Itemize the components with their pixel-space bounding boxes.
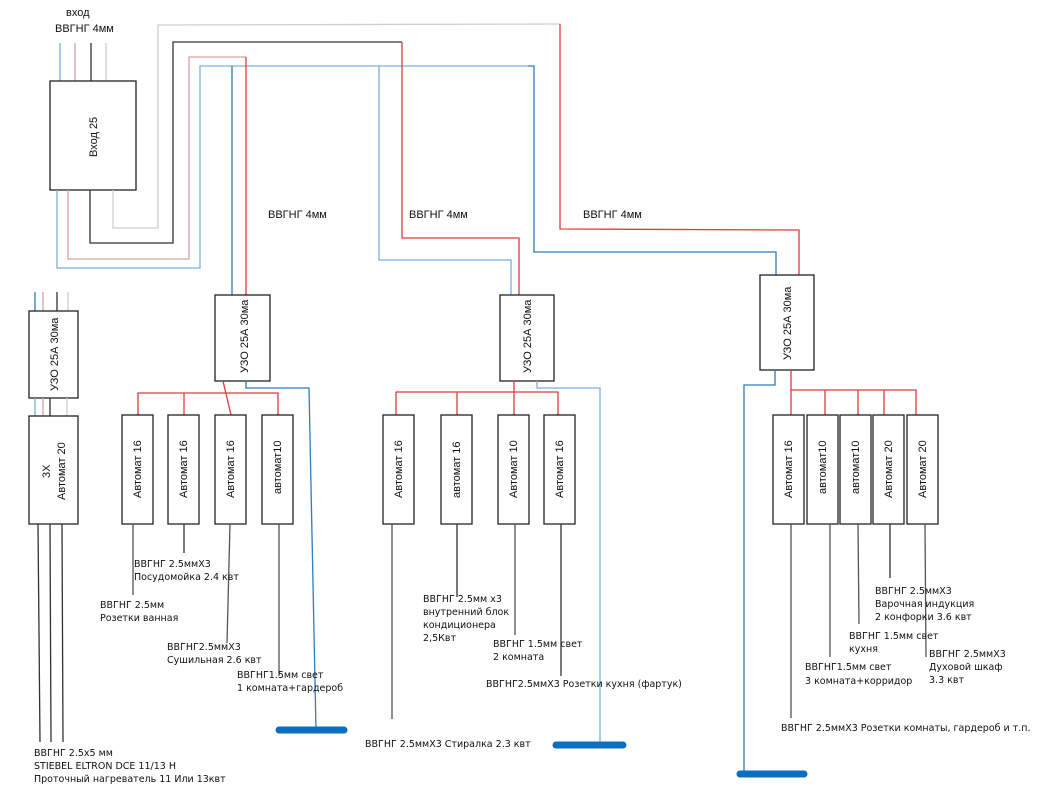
group2-note-1: ВВГНГ 2.5ммХ3 Стиралка 2.3 квт [365,739,531,750]
heater-note-3: Проточный нагреватель 11 Или 13квт [34,774,226,785]
group3-note-3a: ВВГНГ 1.5мм свет [849,631,939,642]
group3-breaker-3[interactable]: автомат10 [839,414,872,525]
group2-note-2c: кондиционера [423,620,496,631]
heater-rcd[interactable]: УЗО 25А 30ма [28,310,79,399]
group1-breaker-3[interactable]: Автомат 16 [214,414,247,525]
breaker-label: автомат 16 [451,441,463,498]
input-label: вход [66,7,90,19]
group3-note-5a: ВВГНГ 2.5ммХ3 [929,649,1006,660]
trunk2-label: ВВГНГ 4мм [409,209,468,221]
group3-note-2a: ВВГНГ1.5мм свет [805,662,892,673]
group2-breaker-2[interactable]: автомат 16 [440,414,473,525]
group2-note-3a: ВВГНГ 1.5мм свет [493,639,583,650]
heater-note-1: ВВГНГ 2.5х5 мм [34,748,113,759]
group1-note-4a: ВВГНГ1.5мм свет [237,670,324,681]
group3-note-2b: 3 комната+корридор [805,676,912,687]
trunk3-label: ВВГНГ 4мм [583,209,642,221]
group1-phase-feed [222,380,232,416]
trunk3-neutral [528,65,777,275]
group3-breaker-1[interactable]: Автомат 16 [772,414,805,525]
group3-note-4c: 2 конфорки 3.6 квт [875,612,972,623]
group1-rcd[interactable]: УЗО 25А 30ма [214,294,271,382]
wire-gray-loop [112,23,561,229]
main-breaker[interactable]: Вход 25 [49,80,137,191]
group1-note-1b: Розетки ванная [100,613,178,624]
breaker-label: Автомат 20 [917,440,929,498]
trunk2-neutral [378,66,512,295]
group1-breaker-1[interactable]: Автомат 16 [121,414,154,525]
group1-rcd-label: УЗО 25А 30ма [239,299,251,373]
breaker-label: автомат10 [817,441,829,494]
breaker-label: Автомат 16 [225,440,237,498]
group1-out-3 [226,523,231,644]
group2-breaker-1[interactable]: Автомат 16 [382,414,415,525]
group2-phase-bus [395,391,559,415]
main-breaker-label: Вход 25 [88,117,100,157]
trunk1-label: ВВГНГ 4мм [268,209,327,221]
wire-red-loop [67,56,246,260]
heater-breaker[interactable]: 3Х Автомат 20 [28,415,79,525]
group1-neutral [245,381,317,731]
group3-breaker-5[interactable]: Автомат 20 [906,414,939,525]
heater-out-1 [37,523,41,743]
breaker-label: Автомат 20 [883,440,895,498]
wire-black-loop [89,41,402,244]
input-cable-label: ВВГНГ 4мм [55,23,114,35]
group3-neutral [743,370,776,772]
group3-note-3b: кухня [849,644,878,655]
trunk3-phase [559,24,800,275]
group2-rcd[interactable]: УЗО 25А 30ма [499,294,555,382]
group3-rcd[interactable]: УЗО 25А 30ма [759,274,815,371]
group3-note-4a: ВВГНГ 2.5ммХ3 [875,586,952,597]
breaker-label: автомат10 [850,441,862,494]
breaker-label: Автомат 16 [393,440,405,498]
group3-breaker-4[interactable]: Автомат 20 [872,414,905,525]
breaker-label: Автомат 16 [132,440,144,498]
group2-breaker-4[interactable]: Автомат 16 [543,414,576,525]
wire-blue-loop [56,65,528,269]
group2-breaker-3[interactable]: Автомат 10 [497,414,530,525]
group2-note-2b: внутренний блок [423,607,509,618]
group1-note-2a: ВВГНГ 2.5ммХ3 [134,559,211,570]
group3-out-5 [924,523,927,658]
group1-note-4b: 1 комната+гардероб [237,683,343,694]
group2-rcd-label: УЗО 25А 30ма [522,299,534,373]
trunk2-phase [401,42,520,295]
group3-out-3 [857,523,860,625]
heater-note-2: STIEBEL ELTRON DCE 11/13 H [34,761,176,772]
group2-note-3b: 2 комната [493,652,544,663]
group3-rcd-label: УЗО 25А 30ма [782,286,794,360]
group3-phase-bus [791,389,917,415]
group3-note-4b: Варочная индукция [875,599,974,610]
heater-breaker-line1: 3Х [41,464,53,478]
heater-breaker-line2: Автомат 20 [56,442,68,500]
group1-note-1a: ВВГНГ 2.5мм [100,600,164,611]
breaker-label: автомат10 [272,441,284,494]
breaker-label: Автомат 16 [178,440,190,498]
group2-note-2d: 2,5Квт [423,633,456,644]
group2-note-2a: ВВГНГ 2.5мм х3 [423,594,502,605]
group1-note-2b: Посудомойка 2.4 квт [134,572,239,583]
group1-breaker-2[interactable]: Автомат 16 [167,414,200,525]
group3-note-1: ВВГНГ 2.5ммХ3 Розетки комнаты, гардероб … [781,723,1030,734]
heater-out-3 [61,523,64,743]
group1-note-3b: Сушильная 2.6 квт [167,655,262,666]
breaker-label: Автомат 16 [554,440,566,498]
breaker-label: Автомат 10 [508,440,520,498]
group1-phase-bus [137,392,279,415]
group1-note-3a: ВВГНГ2.5ммХ3 [167,642,241,653]
group3-breaker-2[interactable]: автомат10 [806,414,839,525]
breaker-label: Автомат 16 [783,440,795,498]
heater-rcd-label: УЗО 25А 30ма [49,317,61,391]
group3-note-5c: 3.3 квт [929,675,964,686]
group3-note-5b: Духовой шкаф [929,662,1002,673]
group1-breaker-4[interactable]: автомат10 [261,414,294,525]
heater-out-2 [49,523,52,743]
group2-neutral [536,381,601,745]
group2-note-4: ВВГНГ2.5ммХ3 Розетки кухня (фартук) [486,679,682,690]
